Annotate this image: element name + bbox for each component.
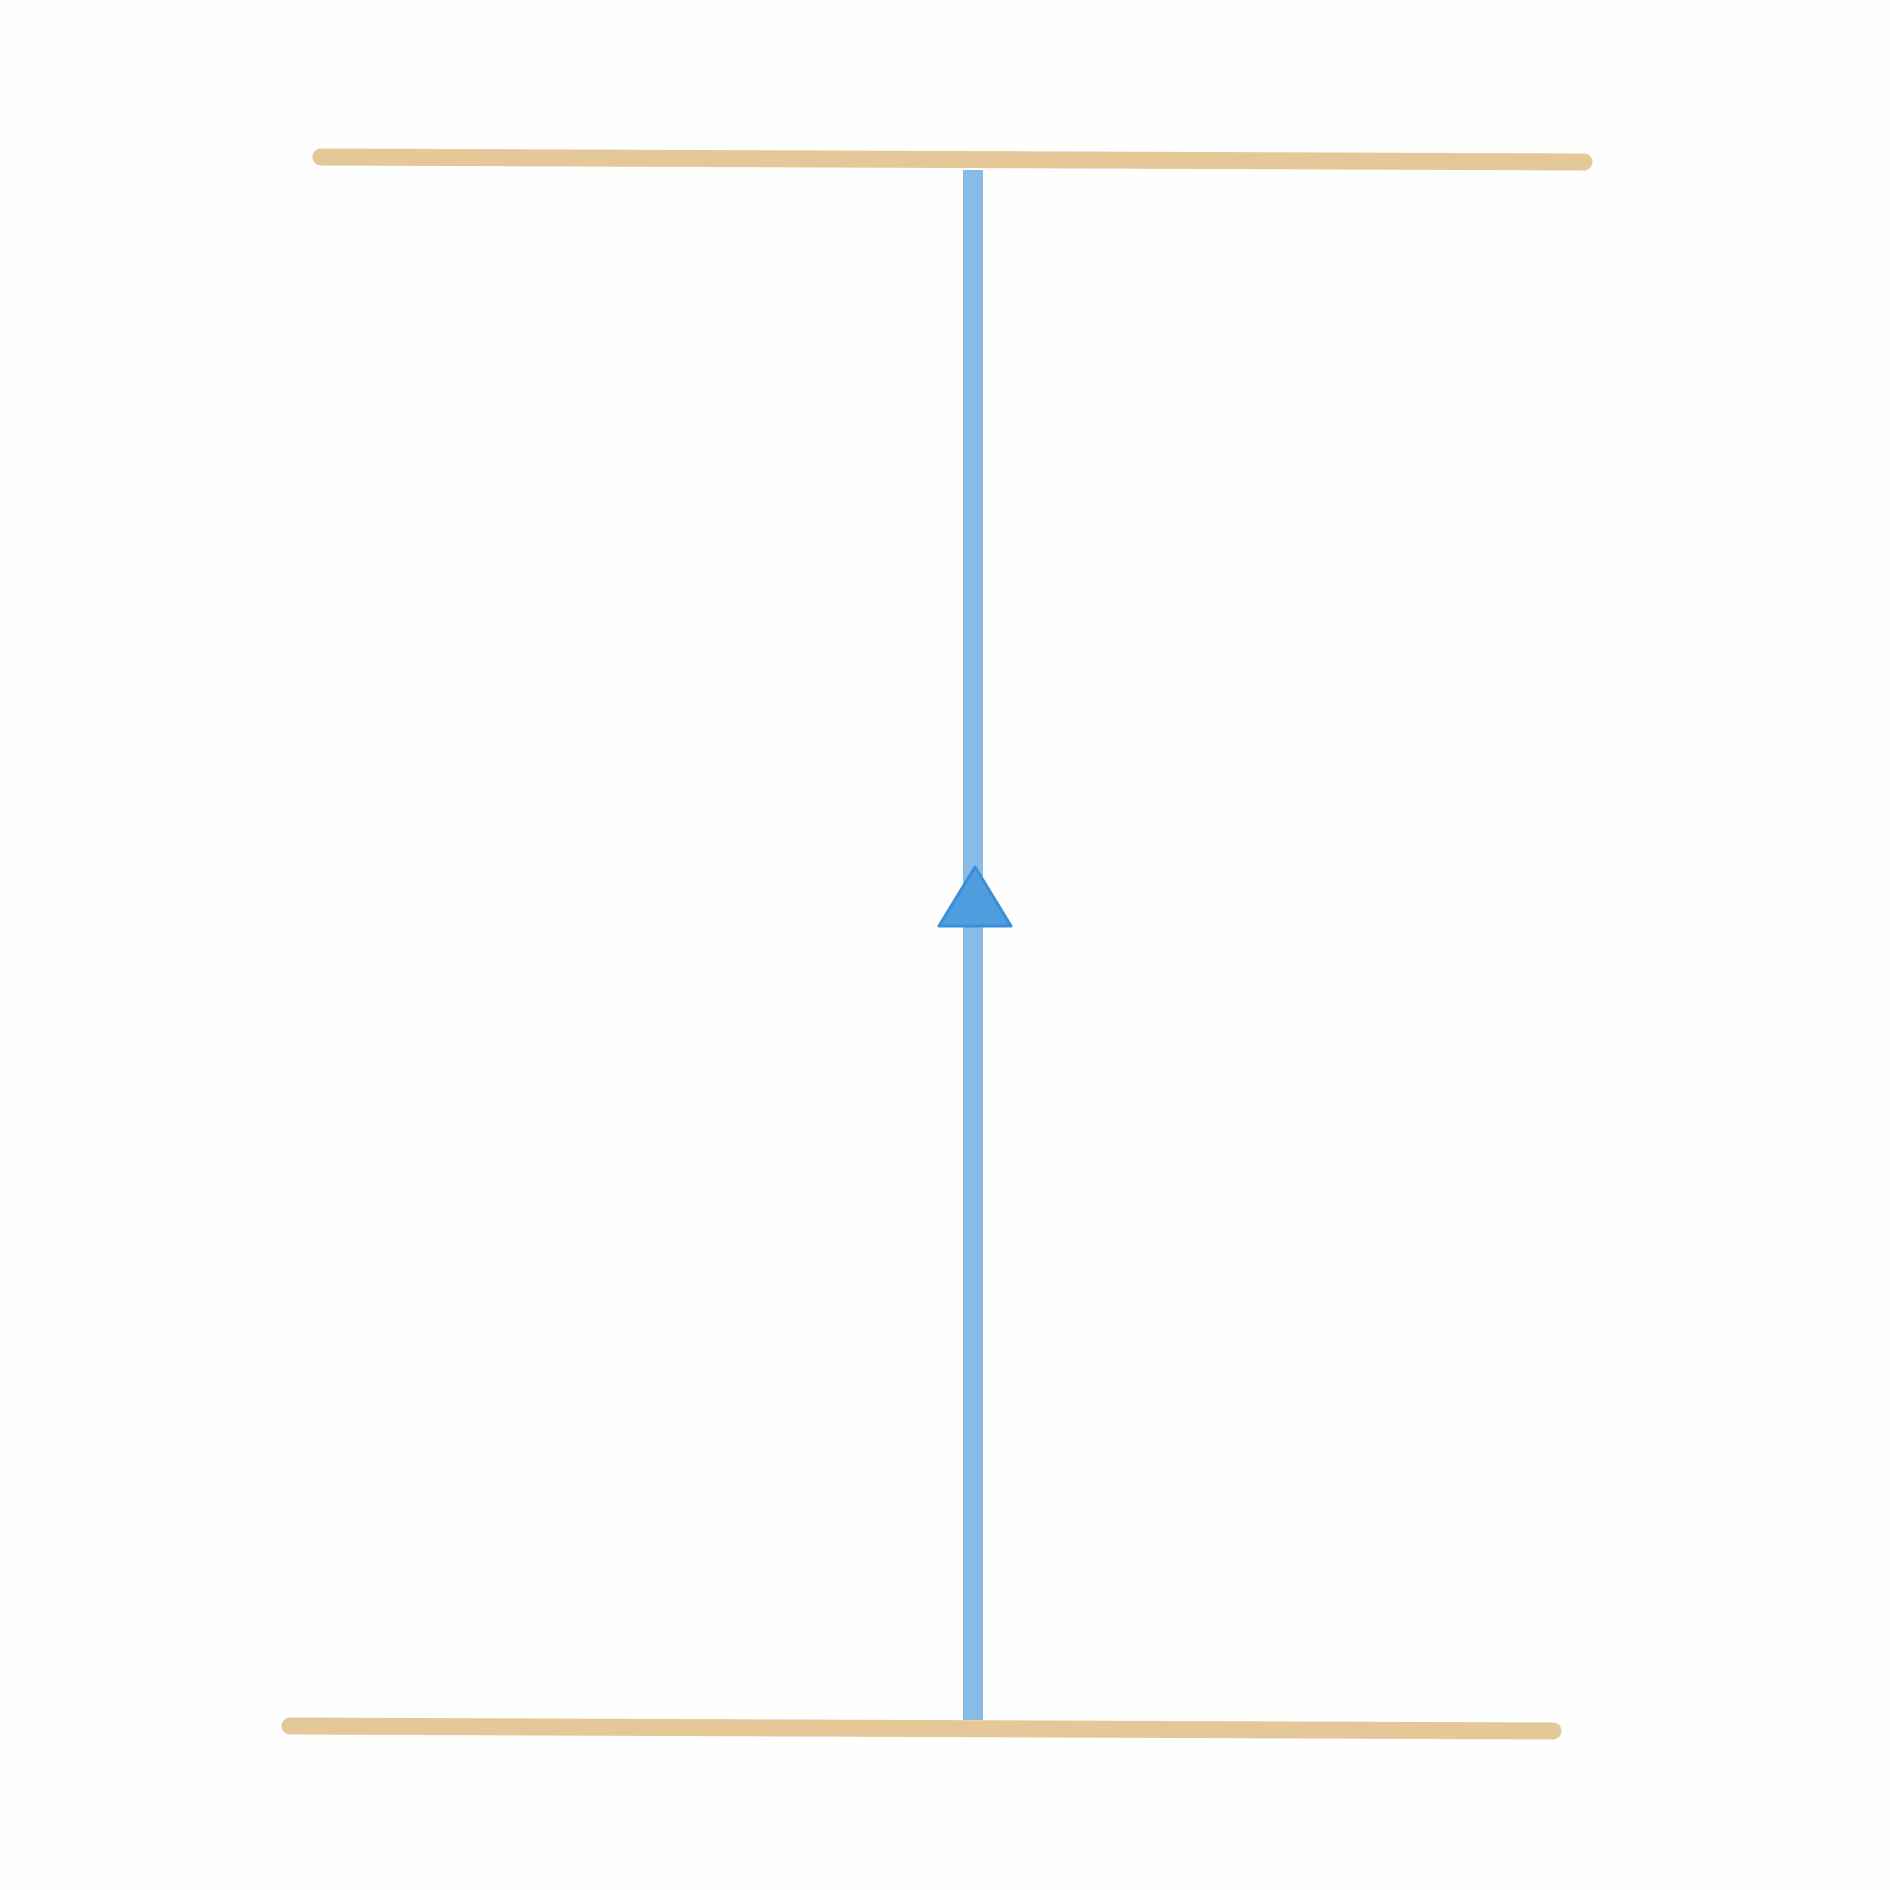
vertical-arrow — [937, 170, 1013, 1720]
top-boundary-line — [312, 148, 1593, 171]
arrowhead-up-icon — [937, 865, 1013, 928]
bottom-boundary-line — [281, 1717, 1562, 1740]
